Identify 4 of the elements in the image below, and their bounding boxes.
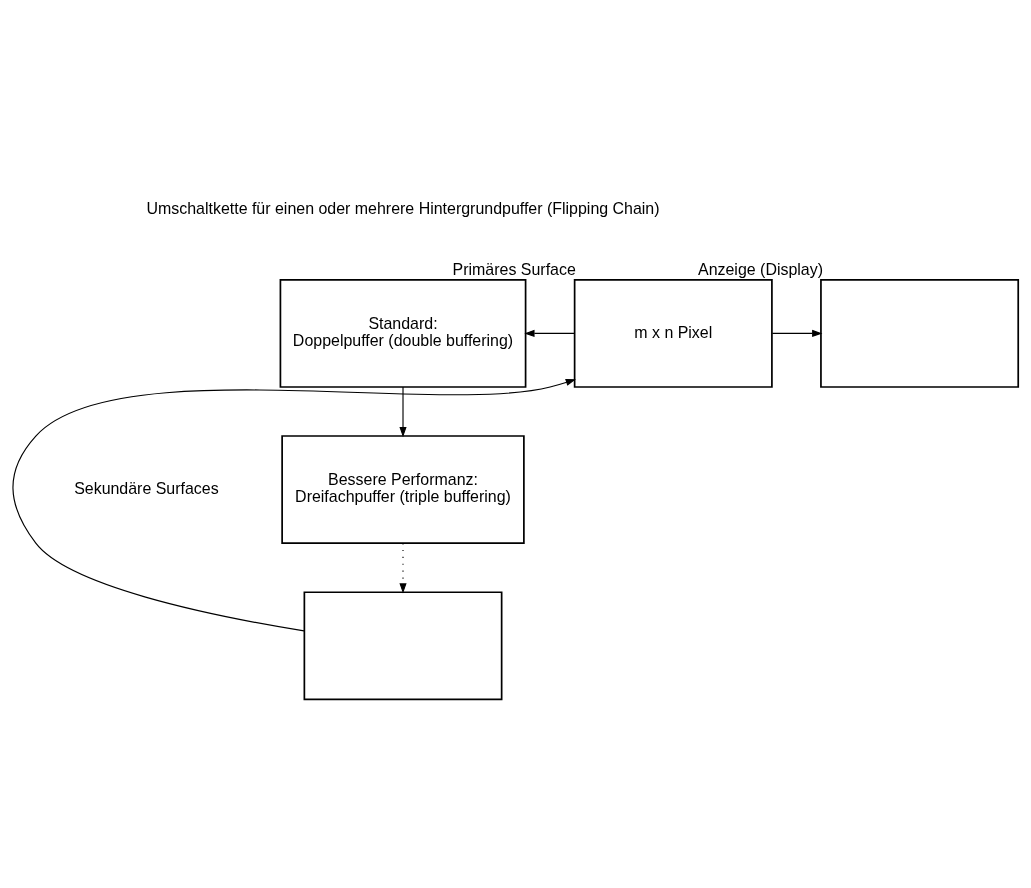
node-label: Anzeige (Display) bbox=[698, 261, 824, 279]
node-label: Primäres Surface bbox=[452, 261, 576, 279]
label: Umschaltkette für einen oder mehrere Hintergrundpuffer (Flipping Chain) bbox=[146, 199, 660, 217]
label: Sekundäre Surfaces bbox=[74, 479, 219, 497]
